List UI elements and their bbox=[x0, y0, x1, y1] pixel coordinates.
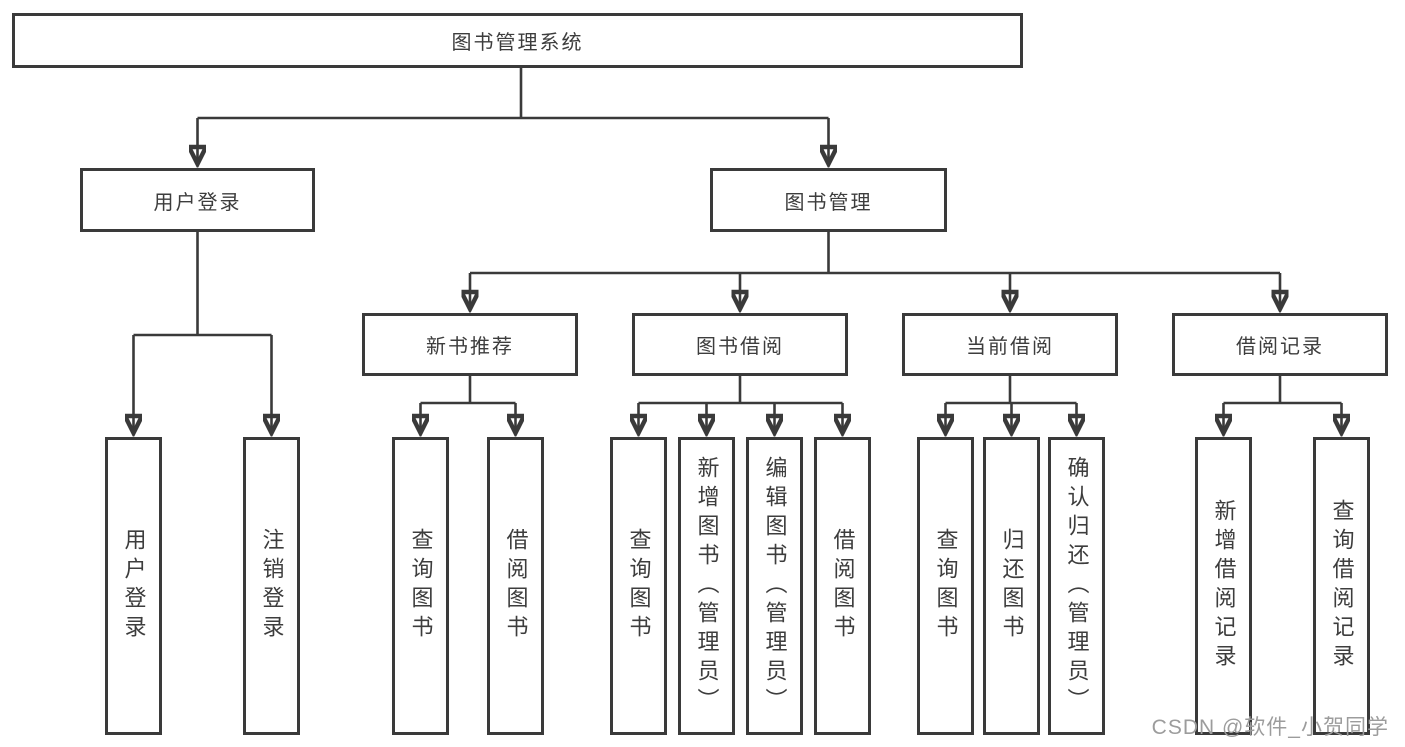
node-current-borrow: 当前借阅 bbox=[902, 313, 1118, 376]
node-book-management-label: 图书管理 bbox=[784, 191, 873, 214]
node-book-borrow: 图书借阅 bbox=[632, 313, 848, 376]
csdn-watermark: CSDN @软件_小贺同学 bbox=[1151, 716, 1389, 739]
leaf-query-borrow-record-label: 查询借阅记录 bbox=[1329, 499, 1355, 673]
leaf-user-login: 用户登录 bbox=[105, 437, 162, 735]
leaf-borrow-books-label: 借阅图书 bbox=[830, 528, 856, 644]
leaf-current-query-books: 查询图书 bbox=[917, 437, 974, 735]
leaf-newbook-query-books: 查询图书 bbox=[392, 437, 449, 735]
leaf-return-books-label: 归还图书 bbox=[999, 528, 1025, 644]
leaf-add-book-admin-label: 新增图书（管理员） bbox=[694, 455, 720, 717]
node-user-login: 用户登录 bbox=[80, 168, 315, 232]
leaf-query-borrow-record: 查询借阅记录 bbox=[1313, 437, 1370, 735]
leaf-add-borrow-record: 新增借阅记录 bbox=[1195, 437, 1252, 735]
leaf-borrow-query-books-label: 查询图书 bbox=[626, 528, 652, 644]
leaf-confirm-return-admin: 确认归还（管理员） bbox=[1048, 437, 1105, 735]
leaf-newbook-query-books-label: 查询图书 bbox=[408, 528, 434, 644]
leaf-edit-book-admin: 编辑图书（管理员） bbox=[746, 437, 803, 735]
leaf-current-query-books-label: 查询图书 bbox=[933, 528, 959, 644]
node-current-borrow-label: 当前借阅 bbox=[966, 336, 1054, 358]
node-borrow-record: 借阅记录 bbox=[1172, 313, 1388, 376]
node-user-login-label: 用户登录 bbox=[153, 191, 242, 214]
node-root-system-label: 图书管理系统 bbox=[451, 32, 584, 54]
leaf-newbook-borrow-books: 借阅图书 bbox=[487, 437, 544, 735]
node-book-borrow-label: 图书借阅 bbox=[696, 336, 784, 358]
leaf-add-book-admin: 新增图书（管理员） bbox=[678, 437, 735, 735]
leaf-confirm-return-admin-label: 确认归还（管理员） bbox=[1064, 455, 1090, 717]
leaf-user-login-label: 用户登录 bbox=[121, 528, 147, 644]
leaf-logout-label: 注销登录 bbox=[259, 528, 285, 644]
node-borrow-record-label: 借阅记录 bbox=[1236, 336, 1324, 358]
node-book-management: 图书管理 bbox=[710, 168, 947, 232]
node-new-book-recommend-label: 新书推荐 bbox=[426, 336, 514, 358]
leaf-return-books: 归还图书 bbox=[983, 437, 1040, 735]
leaf-logout: 注销登录 bbox=[243, 437, 300, 735]
leaf-add-borrow-record-label: 新增借阅记录 bbox=[1211, 499, 1237, 673]
leaf-borrow-books: 借阅图书 bbox=[814, 437, 871, 735]
leaf-edit-book-admin-label: 编辑图书（管理员） bbox=[762, 455, 788, 717]
node-new-book-recommend: 新书推荐 bbox=[362, 313, 578, 376]
leaf-borrow-query-books: 查询图书 bbox=[610, 437, 667, 735]
node-root-system: 图书管理系统 bbox=[12, 13, 1023, 68]
leaf-newbook-borrow-books-label: 借阅图书 bbox=[503, 528, 529, 644]
